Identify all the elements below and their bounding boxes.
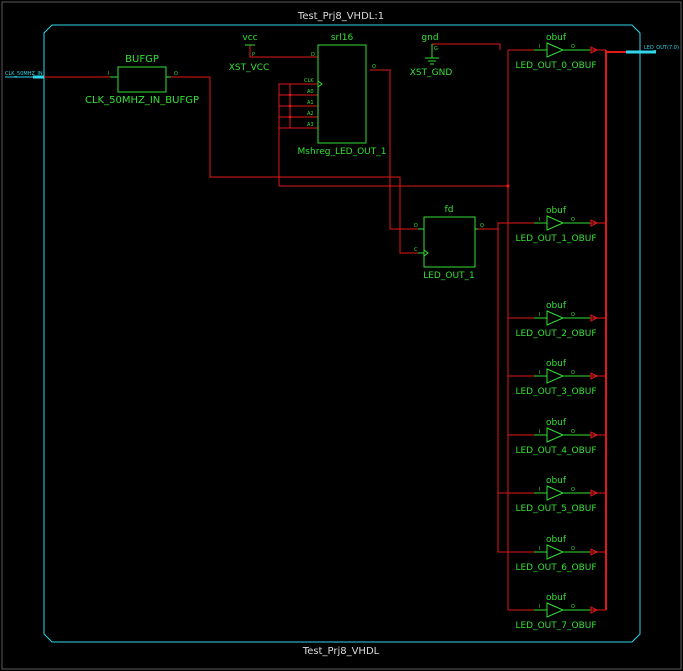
obuf-pin-in: I (539, 487, 540, 493)
srl16-pin-a3: A3 (307, 122, 314, 128)
fd-pin-d: D (414, 223, 418, 229)
obuf-pin-out: O (571, 217, 575, 223)
obuf-pin-out: O (571, 44, 575, 50)
srl16-pin-clk: CLK (304, 78, 314, 84)
obuf-triangle (546, 602, 565, 618)
obuf-type-label: obuf (546, 418, 567, 428)
obuf-instance-label: LED_OUT_3_OBUF (515, 387, 596, 397)
obuf-instance-label: LED_OUT_4_OBUF (515, 446, 596, 456)
obuf-type-label: obuf (546, 593, 567, 603)
gnd-pin-label: G (434, 46, 438, 52)
bufgp-pin-in: I (108, 71, 109, 77)
output-port-label: LED_OUT(7:0) (644, 45, 679, 51)
gnd-instance-label: XST_GND (410, 68, 453, 78)
obuf-pin-in: I (539, 604, 540, 610)
obuf-pin-out: O (571, 429, 575, 435)
gnd-symbol[interactable]: gnd G XST_GND (410, 33, 453, 78)
bufgp-symbol[interactable]: BUFGP I O CLK_50MHZ_IN_BUFGP (85, 54, 199, 106)
obuf-instance-label: LED_OUT_5_OBUF (515, 504, 596, 514)
obuf-pin-in: I (539, 546, 540, 552)
obuf-triangle (546, 544, 565, 560)
obuf-triangle (546, 310, 565, 326)
srl16-body (317, 44, 367, 144)
srl16-pin-a2: A2 (307, 111, 314, 117)
obuf-triangle (546, 215, 565, 231)
vcc-type-label: vcc (242, 33, 257, 43)
obuf-instance-label: LED_OUT_2_OBUF (515, 329, 596, 339)
obuf-type-label: obuf (546, 359, 567, 369)
obuf-type-label: obuf (546, 476, 567, 486)
obuf-type-label: obuf (546, 206, 567, 216)
obuf-pin-out: O (571, 604, 575, 610)
srl16-instance-label: Mshreg_LED_OUT_1 (298, 147, 387, 157)
obuf-pin-out: O (571, 546, 575, 552)
obuf-instance-label: LED_OUT_7_OBUF (515, 621, 596, 631)
fd-symbol[interactable]: fd D C Q LED_OUT_1 (414, 205, 484, 281)
bufgp-pin-out: O (174, 71, 178, 77)
srl16-pin-d: D (311, 52, 315, 58)
obuf-instance-label: LED_OUT_6_OBUF (515, 563, 596, 573)
bufgp-instance-label: CLK_50MHZ_IN_BUFGP (85, 95, 199, 106)
gnd-type-label: gnd (421, 33, 438, 43)
fd-type-label: fd (445, 205, 454, 215)
vcc-pin-label: P (252, 52, 255, 58)
obuf-triangle (546, 427, 565, 443)
vcc-symbol[interactable]: vcc P XST_VCC (229, 33, 270, 73)
obuf-pin-out: O (571, 370, 575, 376)
srl16-pin-a1: A1 (307, 100, 314, 106)
obuf-type-label: obuf (546, 33, 567, 43)
obuf-pin-in: I (539, 429, 540, 435)
srl16-pin-a0: A0 (307, 89, 314, 95)
junctions (288, 93, 510, 188)
obuf-type-label: obuf (546, 301, 567, 311)
obuf-pin-out: O (571, 487, 575, 493)
srl16-symbol[interactable]: srl16 CLK A0 A1 A2 A3 D Q Mshreg_LED_OUT… (298, 33, 387, 157)
vcc-instance-label: XST_VCC (229, 63, 270, 73)
obuf-triangle (546, 42, 565, 58)
obuf-triangle (546, 485, 565, 501)
obuf-pin-in: I (539, 370, 540, 376)
input-port-label: CLK_50MHZ_IN (5, 71, 43, 77)
obuf-instance-label: LED_OUT_1_OBUF (515, 234, 596, 244)
wires (44, 43, 626, 611)
frame-title: Test_Prj8_VHDL:1 (297, 11, 384, 22)
bufgp-body (117, 66, 167, 93)
fd-pin-q: Q (480, 223, 484, 229)
frame-bottom-label: Test_Prj8_VHDL (302, 646, 380, 657)
fd-pin-c: C (414, 247, 418, 253)
srl16-type-label: srl16 (331, 33, 354, 43)
bufgp-type-label: BUFGP (125, 54, 159, 65)
obuf-type-label: obuf (546, 535, 567, 545)
obuf-triangle (546, 368, 565, 384)
hierarchy-frame (43, 24, 641, 643)
obuf-pin-in: I (539, 217, 540, 223)
fd-body (423, 216, 476, 268)
bus-arrows (590, 46, 599, 614)
obuf-instance-label: LED_OUT_0_OBUF (515, 61, 596, 71)
obuf-pin-out: O (571, 312, 575, 318)
obuf-pin-in: I (539, 312, 540, 318)
srl16-pin-q: Q (372, 64, 376, 70)
fd-instance-label: LED_OUT_1 (423, 271, 475, 281)
obuf-pin-in: I (539, 44, 540, 50)
